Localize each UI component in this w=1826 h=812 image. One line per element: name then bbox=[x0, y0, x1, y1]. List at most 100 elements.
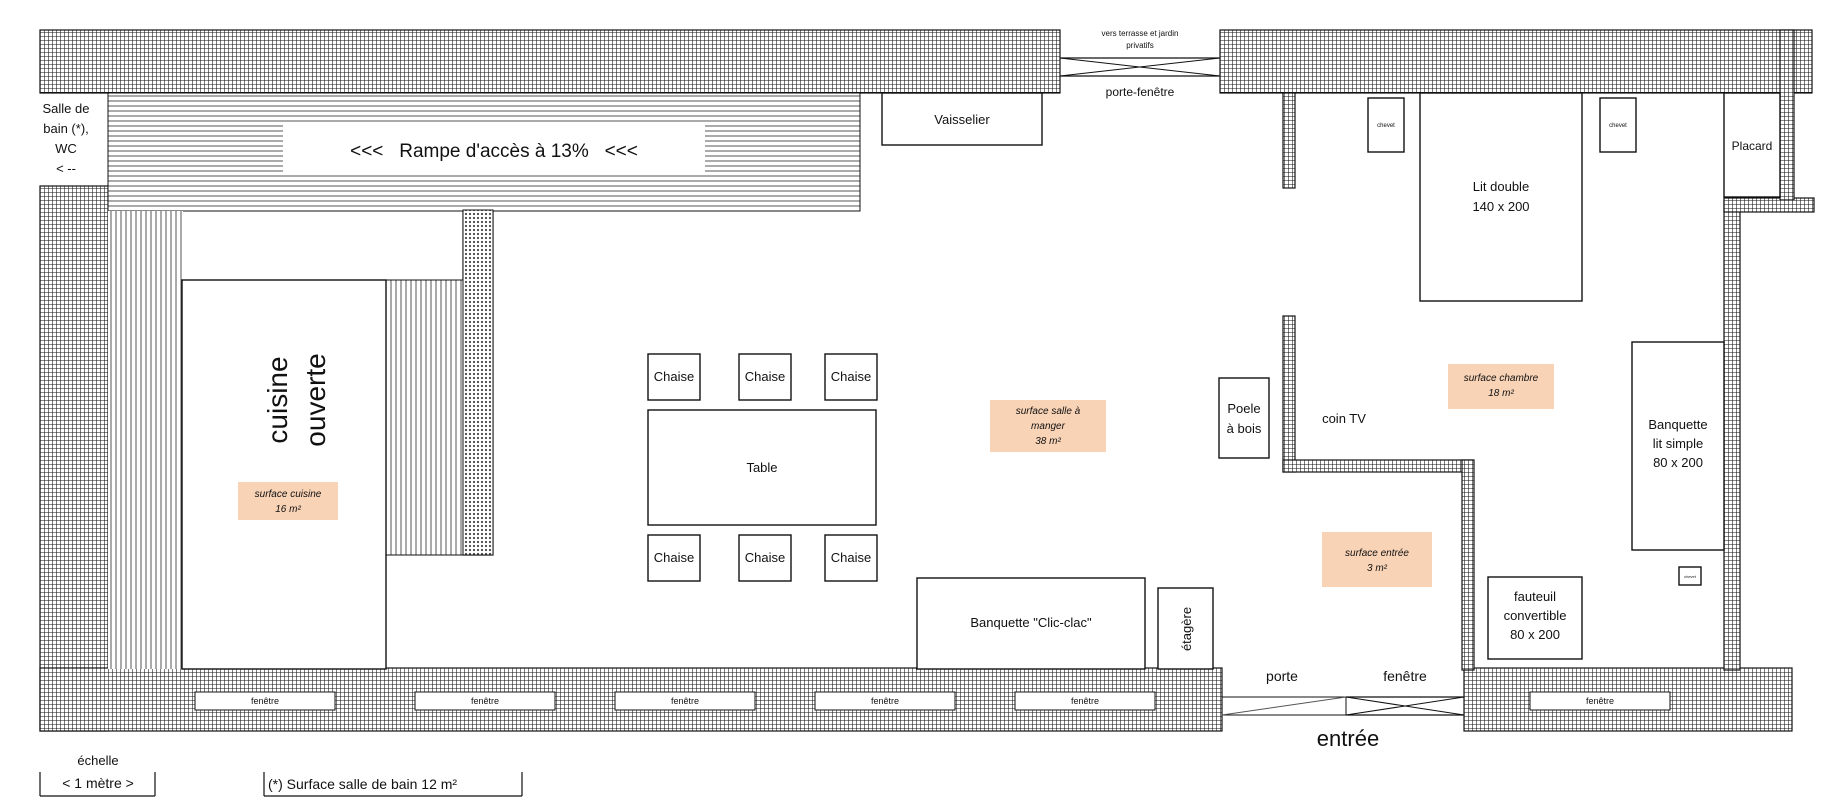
surface-entree-line2: 3 m² bbox=[1367, 563, 1388, 574]
chevet-left bbox=[1367, 97, 1405, 153]
fenetre-3: fenêtre bbox=[614, 691, 756, 711]
chaise-top-1: Chaise bbox=[647, 353, 701, 401]
kitchen-counter bbox=[181, 279, 387, 670]
chaise-bottom-1-label: Chaise bbox=[654, 550, 694, 565]
surface-entree-line1: surface entrée bbox=[1345, 548, 1409, 559]
sdb-label-line2: bain (*), bbox=[43, 121, 89, 136]
surface-cuisine-line1: surface cuisine bbox=[255, 489, 322, 500]
porte-entree bbox=[1221, 696, 1347, 716]
entree-label: entrée bbox=[1317, 726, 1379, 751]
fauteuil-line3: 80 x 200 bbox=[1510, 627, 1560, 642]
lit-double-line1: Lit double bbox=[1473, 179, 1529, 194]
chaise-bottom-2: Chaise bbox=[738, 534, 792, 582]
wall-top-left bbox=[39, 29, 1061, 94]
ramp-label-box bbox=[283, 124, 705, 172]
placard bbox=[1723, 92, 1781, 198]
lit-double-line2: 140 x 200 bbox=[1472, 199, 1529, 214]
sdb-label-line4: < -- bbox=[56, 161, 76, 176]
fenetre-5-label: fenêtre bbox=[1071, 696, 1099, 706]
fenetre-4: fenêtre bbox=[814, 691, 956, 711]
vers-terrasse-line2: privatifs bbox=[1126, 41, 1154, 50]
banquette-clic-clac bbox=[916, 577, 1146, 670]
surface-entree-badge bbox=[1322, 532, 1432, 587]
kitchen-label-line2: ouverte bbox=[300, 353, 331, 446]
wall-partition-lower bbox=[1461, 459, 1475, 671]
banquette-clic-label: Banquette "Clic-clac" bbox=[970, 615, 1092, 630]
chaise-top-3: Chaise bbox=[824, 353, 878, 401]
fenetre-4-label: fenêtre bbox=[871, 696, 899, 706]
surface-cuisine-badge bbox=[238, 482, 338, 520]
echelle-label: échelle bbox=[77, 753, 118, 768]
ramp-label: <<< Rampe d'accès à 13% <<< bbox=[350, 141, 638, 162]
table bbox=[647, 409, 877, 526]
chevet-small-label: chevet bbox=[1684, 574, 1697, 579]
chaise-bottom-1: Chaise bbox=[647, 534, 701, 582]
table-label: Table bbox=[746, 460, 777, 475]
poele-line1: Poele bbox=[1227, 401, 1260, 416]
kitchen-dotted-strip bbox=[462, 209, 494, 556]
fenetre-3-label: fenêtre bbox=[671, 696, 699, 706]
chevet-small bbox=[1678, 566, 1702, 586]
surface-cuisine-line2: 16 m² bbox=[275, 504, 301, 515]
banquette-lit-line3: 80 x 200 bbox=[1653, 455, 1703, 470]
chaise-top-1-label: Chaise bbox=[654, 369, 694, 384]
chaise-bottom-2-label: Chaise bbox=[745, 550, 785, 565]
fenetre-6-label: fenêtre bbox=[1586, 696, 1614, 706]
wall-right bbox=[1723, 199, 1741, 671]
surface-chambre-badge bbox=[1448, 364, 1554, 409]
chevet-left-label: chevet bbox=[1377, 123, 1395, 129]
banquette-lit-line2: lit simple bbox=[1653, 436, 1704, 451]
fauteuil-convertible bbox=[1487, 576, 1583, 660]
poele-line2: à bois bbox=[1227, 421, 1262, 436]
fauteuil-line1: fauteuil bbox=[1514, 589, 1556, 604]
chevet-right bbox=[1599, 97, 1637, 153]
surface-sam-line3: 38 m² bbox=[1035, 436, 1061, 447]
left-ramp-strip bbox=[108, 211, 183, 669]
wall-left bbox=[39, 185, 109, 732]
fenetre-2: fenêtre bbox=[414, 691, 556, 711]
sdb-label-line1: Salle de bbox=[43, 101, 90, 116]
poele-a-bois bbox=[1218, 377, 1270, 459]
lit-double bbox=[1419, 92, 1583, 302]
vaisselier bbox=[881, 92, 1043, 146]
wall-partition-mid bbox=[1282, 315, 1296, 473]
chaise-top-2-label: Chaise bbox=[745, 369, 785, 384]
kitchen-lower-ramp bbox=[384, 279, 466, 556]
placard-label: Placard bbox=[1732, 139, 1773, 153]
fauteuil-line2: convertible bbox=[1504, 608, 1567, 623]
kitchen-label-line1: cuisine bbox=[262, 356, 293, 443]
porte-label: porte bbox=[1266, 668, 1298, 684]
fenetre-2-label: fenêtre bbox=[471, 696, 499, 706]
chaise-bottom-3-label: Chaise bbox=[831, 550, 871, 565]
wall-top-right bbox=[1219, 29, 1813, 94]
fenetre-entree-label: fenêtre bbox=[1383, 668, 1427, 684]
surface-sdb-note-box bbox=[263, 772, 523, 797]
sdb-label-line3: WC bbox=[55, 141, 77, 156]
scale-bar bbox=[39, 772, 156, 797]
wall-partition-top bbox=[1282, 92, 1296, 189]
fenetre-6: fenêtre bbox=[1529, 691, 1671, 711]
chaise-bottom-3: Chaise bbox=[824, 534, 878, 582]
chaise-top-2: Chaise bbox=[738, 353, 792, 401]
wall-top-right-post bbox=[1779, 29, 1795, 201]
etagere-label: étagère bbox=[1179, 607, 1194, 651]
fenetre-1: fenêtre bbox=[194, 691, 336, 711]
fenetre-1-label: fenêtre bbox=[251, 696, 279, 706]
porte-fenetre-opening bbox=[1059, 57, 1221, 77]
chevet-right-label: chevet bbox=[1609, 123, 1627, 129]
surface-sam-line2: manger bbox=[1031, 421, 1066, 432]
surface-sam-line1: surface salle à bbox=[1016, 406, 1081, 417]
fenetre-5: fenêtre bbox=[1014, 691, 1156, 711]
surface-salle-a-manger-badge bbox=[990, 400, 1106, 452]
wall-right-return bbox=[1723, 197, 1815, 213]
banquette-lit-simple bbox=[1631, 341, 1725, 551]
vers-terrasse-line1: vers terrasse et jardin bbox=[1102, 29, 1179, 38]
porte-fenetre-label: porte-fenêtre bbox=[1106, 85, 1175, 99]
wall-partition-horizontal bbox=[1282, 459, 1474, 473]
banquette-lit-line1: Banquette bbox=[1648, 417, 1707, 432]
surface-sdb-note: (*) Surface salle de bain 12 m² bbox=[268, 776, 457, 792]
surface-chambre-line2: 18 m² bbox=[1488, 388, 1514, 399]
coin-tv-label: coin TV bbox=[1322, 411, 1366, 426]
un-metre-label: < 1 mètre > bbox=[62, 775, 134, 791]
